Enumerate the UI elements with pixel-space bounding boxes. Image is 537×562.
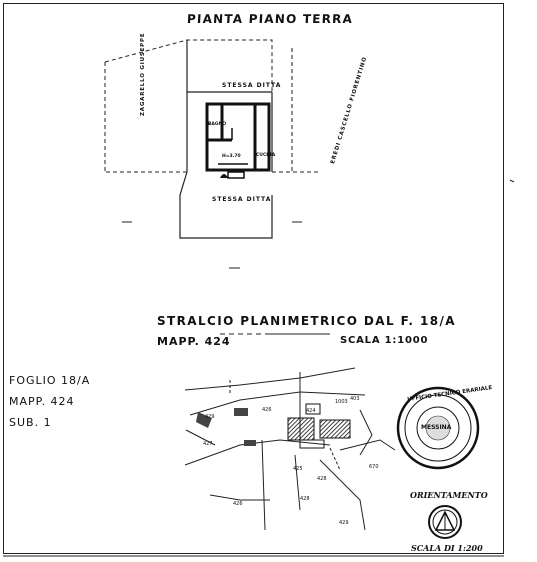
official-stamp xyxy=(396,386,480,470)
map-label: 426 xyxy=(233,501,243,507)
map-label: 428 xyxy=(300,496,310,502)
plan-label-bottom: STESSA DITTA xyxy=(212,196,272,203)
orientation-label: ORIENTAMENTO xyxy=(410,490,488,500)
building-details xyxy=(218,128,248,179)
map-label: 403 xyxy=(350,396,360,402)
courtyard-outline xyxy=(179,40,273,239)
section-title: STRALCIO PLANIMETRICO DAL F. 18/A xyxy=(157,314,456,328)
room-label-height: H=3.70 xyxy=(222,154,241,159)
map-label: 429 xyxy=(339,520,349,526)
scale-label: SCALA 1:1000 xyxy=(340,335,429,346)
stamp-inner-text: MESSINA xyxy=(421,424,452,431)
mapp-line: MAPP. 424 xyxy=(9,395,75,408)
map-label: 425 xyxy=(293,466,303,472)
document-frame xyxy=(3,3,504,554)
map-buildings xyxy=(196,408,256,446)
plan-ticks xyxy=(122,179,515,269)
scale-bottom-label: SCALA DI 1:200 xyxy=(411,543,483,553)
sub-line: SUB. 1 xyxy=(9,416,52,429)
map-label: 1003 xyxy=(335,399,348,405)
foglio-line: FOGLIO 18/A xyxy=(9,374,91,387)
map-label: 429 xyxy=(205,414,215,420)
compass-icon xyxy=(428,505,462,539)
room-label-cucina: CUCINA xyxy=(256,153,276,158)
map-label: 670 xyxy=(369,464,379,470)
mapp-label: MAPP. 424 xyxy=(157,335,231,348)
map-parcels xyxy=(184,367,396,531)
highlighted-parcel xyxy=(287,403,351,449)
map-label: 424 xyxy=(306,408,316,414)
foglio-info: FOGLIO 18/A MAPP. 424 SUB. 1 xyxy=(9,370,90,433)
plan-label-top: STESSA DITTA xyxy=(222,82,282,89)
building-walls xyxy=(205,102,271,172)
map-label: 427 xyxy=(203,441,213,447)
map-label: 428 xyxy=(317,476,327,482)
plot-outline xyxy=(104,39,320,173)
room-label-bagno: BAGNO xyxy=(208,122,227,127)
map-label: 426 xyxy=(262,407,272,413)
map-dashed xyxy=(229,380,341,471)
entrance-marker xyxy=(220,174,228,178)
